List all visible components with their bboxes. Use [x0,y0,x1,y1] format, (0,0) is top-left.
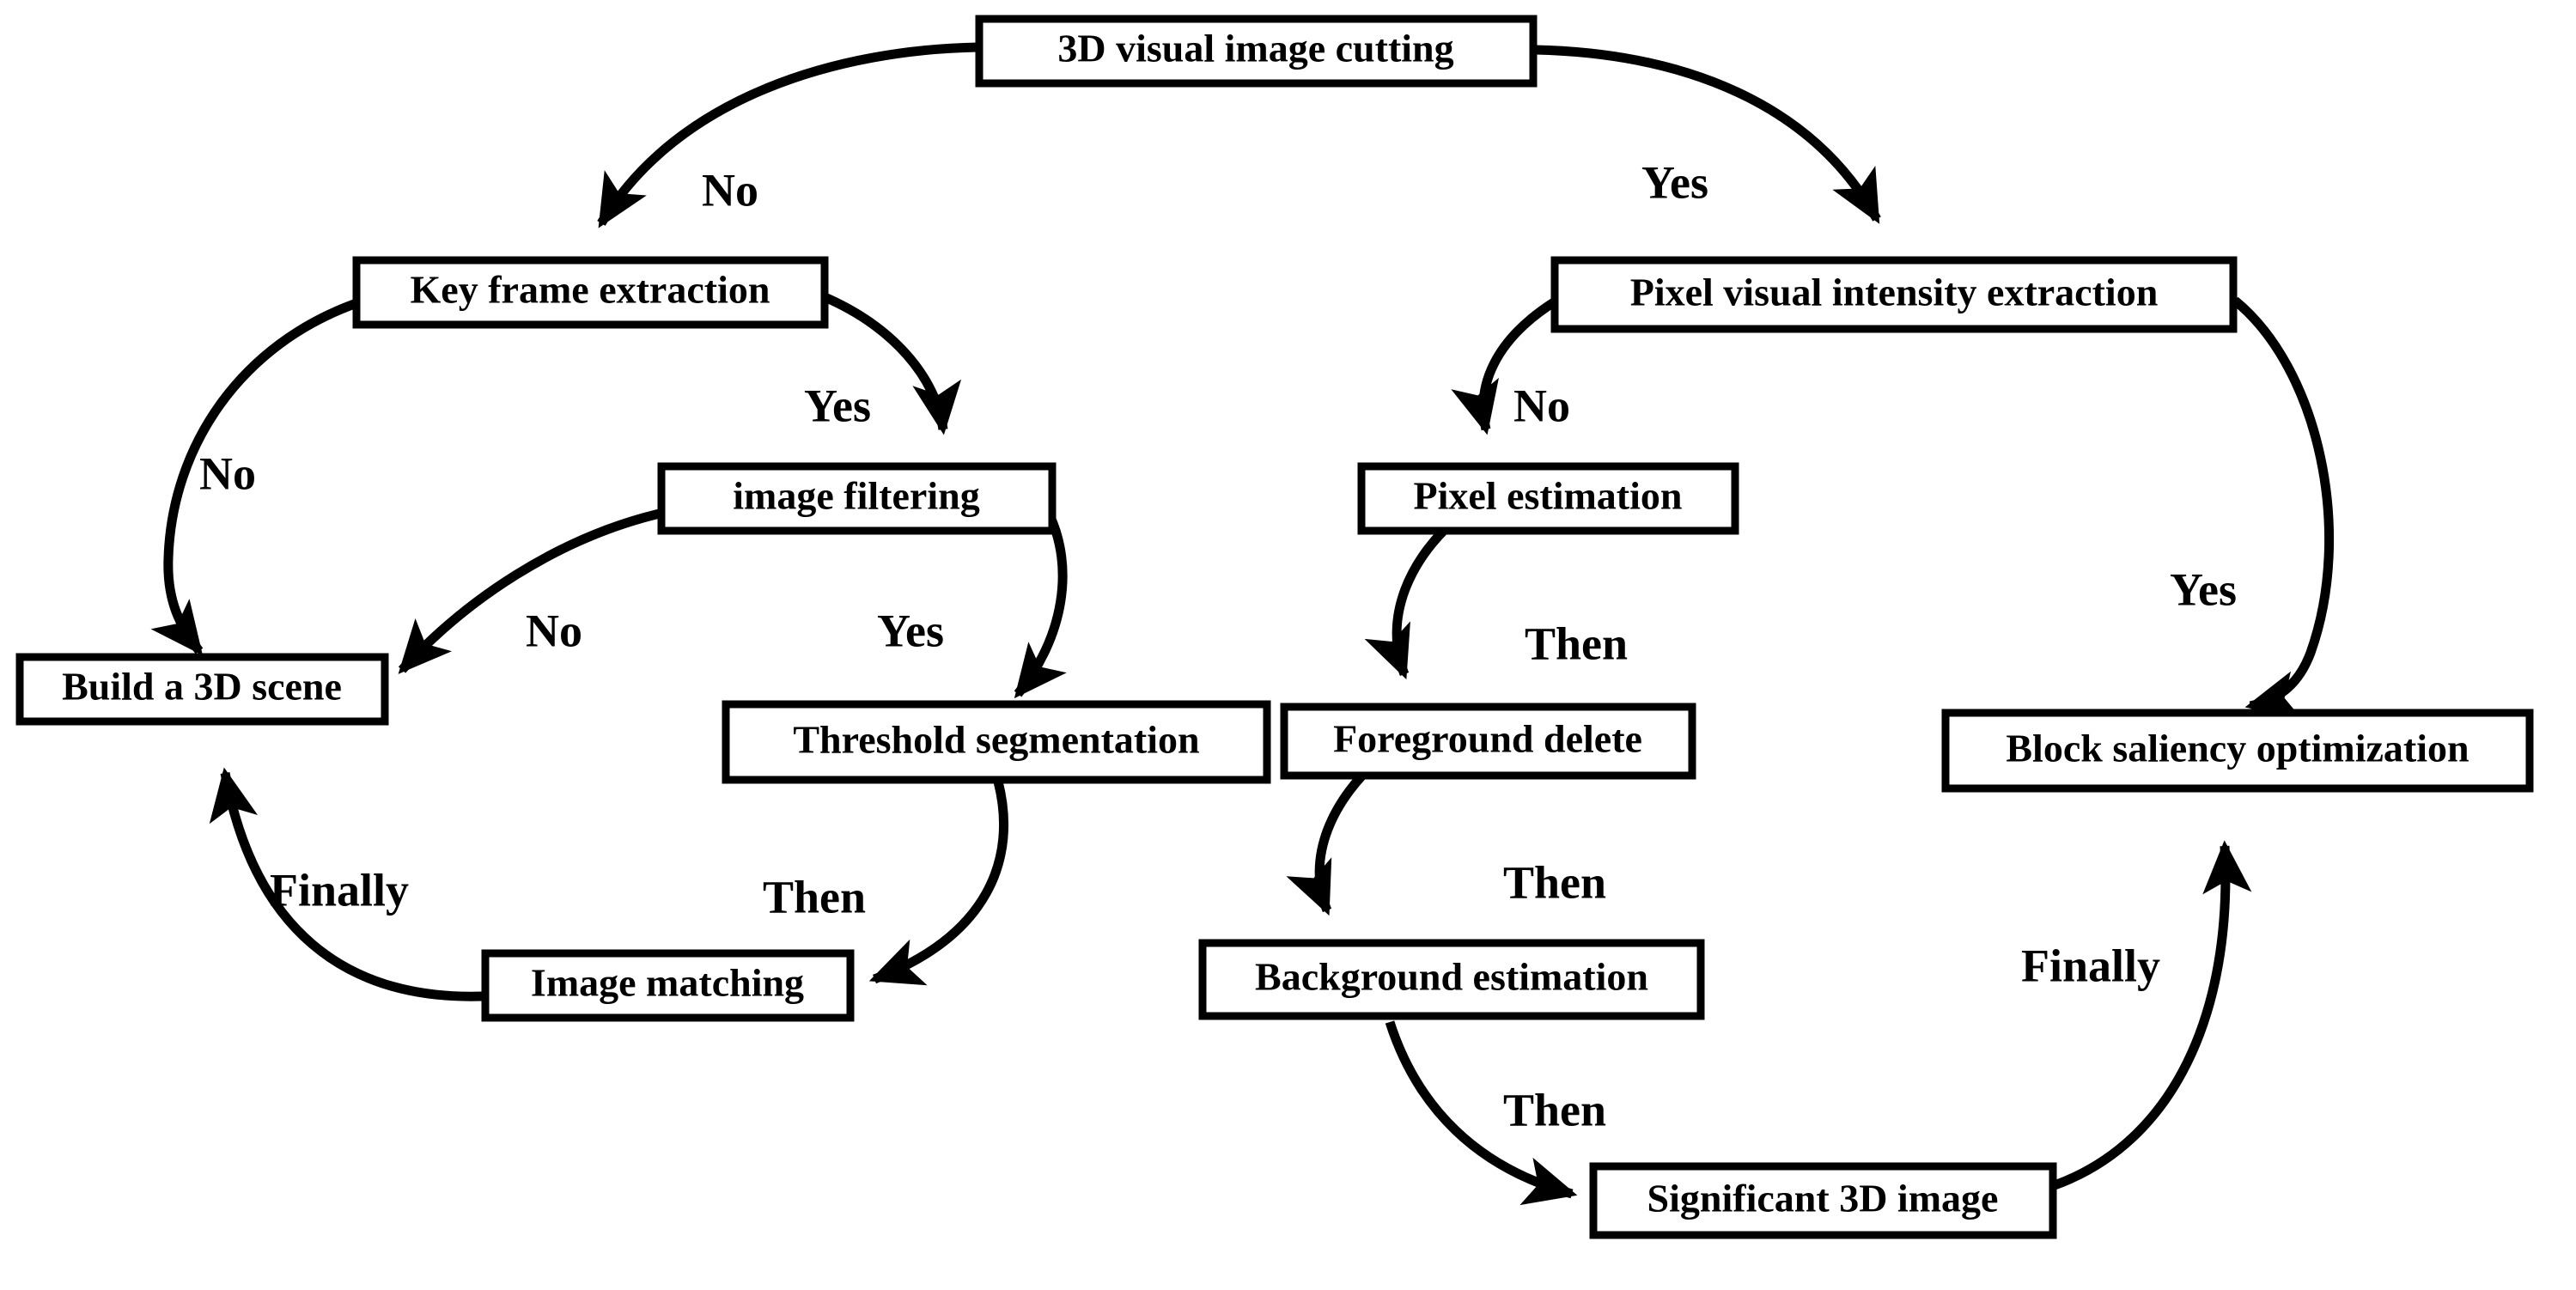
node-foreground-label: Foreground delete [1333,717,1642,761]
node-threshold-label: Threshold segmentation [793,718,1199,762]
edge-filtering-to-threshold [1014,513,1068,699]
edge-label-then-2: Then [763,871,866,922]
node-keyframe-label: Key frame extraction [411,268,770,312]
node-pixelest-label: Pixel estimation [1414,474,1683,518]
edge-label-no-2: No [199,447,256,499]
node-build3d[interactable]: Build a 3D scene [15,653,389,726]
edge-keyframe-to-build3d [150,297,361,656]
edge-label-yes-2: Yes [804,380,871,431]
edge-label-then-4: Then [1503,1084,1606,1135]
edge-label-finally-2: Finally [2021,940,2160,991]
edges-layer [150,42,2334,1206]
edge-pixelvis-to-blocksal [2232,296,2334,720]
edge-label-finally-1: Finally [270,864,409,916]
nodes-layer: 3D visual image cutting Key frame extrac… [15,15,2534,1239]
node-matching-label: Image matching [531,961,804,1005]
edge-label-no-4: No [526,605,582,656]
node-blocksal[interactable]: Block saliency optimization [1941,709,2534,793]
edge-root-to-pixelvis [1535,45,1881,224]
node-filtering[interactable]: image filtering [657,462,1057,535]
edge-label-yes-3: Yes [877,605,944,656]
edge-pixelvis-to-pixelest [1451,296,1559,435]
node-filtering-label: image filtering [733,474,979,518]
node-root[interactable]: 3D visual image cutting [975,15,1538,88]
node-pixelvis-label: Pixel visual intensity extraction [1630,271,2159,314]
node-significant-label: Significant 3D image [1647,1177,1999,1220]
node-pixelvis[interactable]: Pixel visual intensity extraction [1550,256,2238,333]
edge-background-to-significant [1385,1020,1578,1206]
edge-label-yes-1: Yes [1641,156,1708,208]
node-foreground[interactable]: Foreground delete [1280,703,1696,780]
node-background-label: Background estimation [1255,955,1648,999]
edge-significant-to-blocksal [2053,840,2252,1190]
edge-matching-to-build3d [209,767,484,1001]
edge-pixelest-to-foreground [1364,511,1464,680]
edge-labels-layer: No Yes Yes No No No Yes Then Yes Then Th… [199,156,2237,1135]
edge-label-no-1: No [702,164,758,216]
node-build3d-label: Build a 3D scene [62,665,342,709]
edge-label-yes-4: Yes [2170,563,2237,615]
node-root-label: 3D visual image cutting [1057,27,1453,70]
node-keyframe[interactable]: Key frame extraction [352,256,829,329]
edge-filtering-to-build3d [398,508,665,674]
node-blocksal-label: Block saliency optimization [2006,727,2469,770]
edge-label-no-3: No [1513,380,1570,431]
edge-root-to-keyframe [597,42,978,228]
edge-label-then-1: Then [1525,618,1628,669]
node-pixelest[interactable]: Pixel estimation [1357,462,1739,535]
node-matching[interactable]: Image matching [481,949,855,1022]
node-significant[interactable]: Significant 3D image [1589,1162,2057,1239]
node-background[interactable]: Background estimation [1198,939,1705,1020]
edge-threshold-to-matching [868,780,1008,986]
node-threshold[interactable]: Threshold segmentation [722,700,1271,784]
edge-keyframe-to-filtering [820,291,962,435]
edge-label-then-3: Then [1503,856,1606,908]
